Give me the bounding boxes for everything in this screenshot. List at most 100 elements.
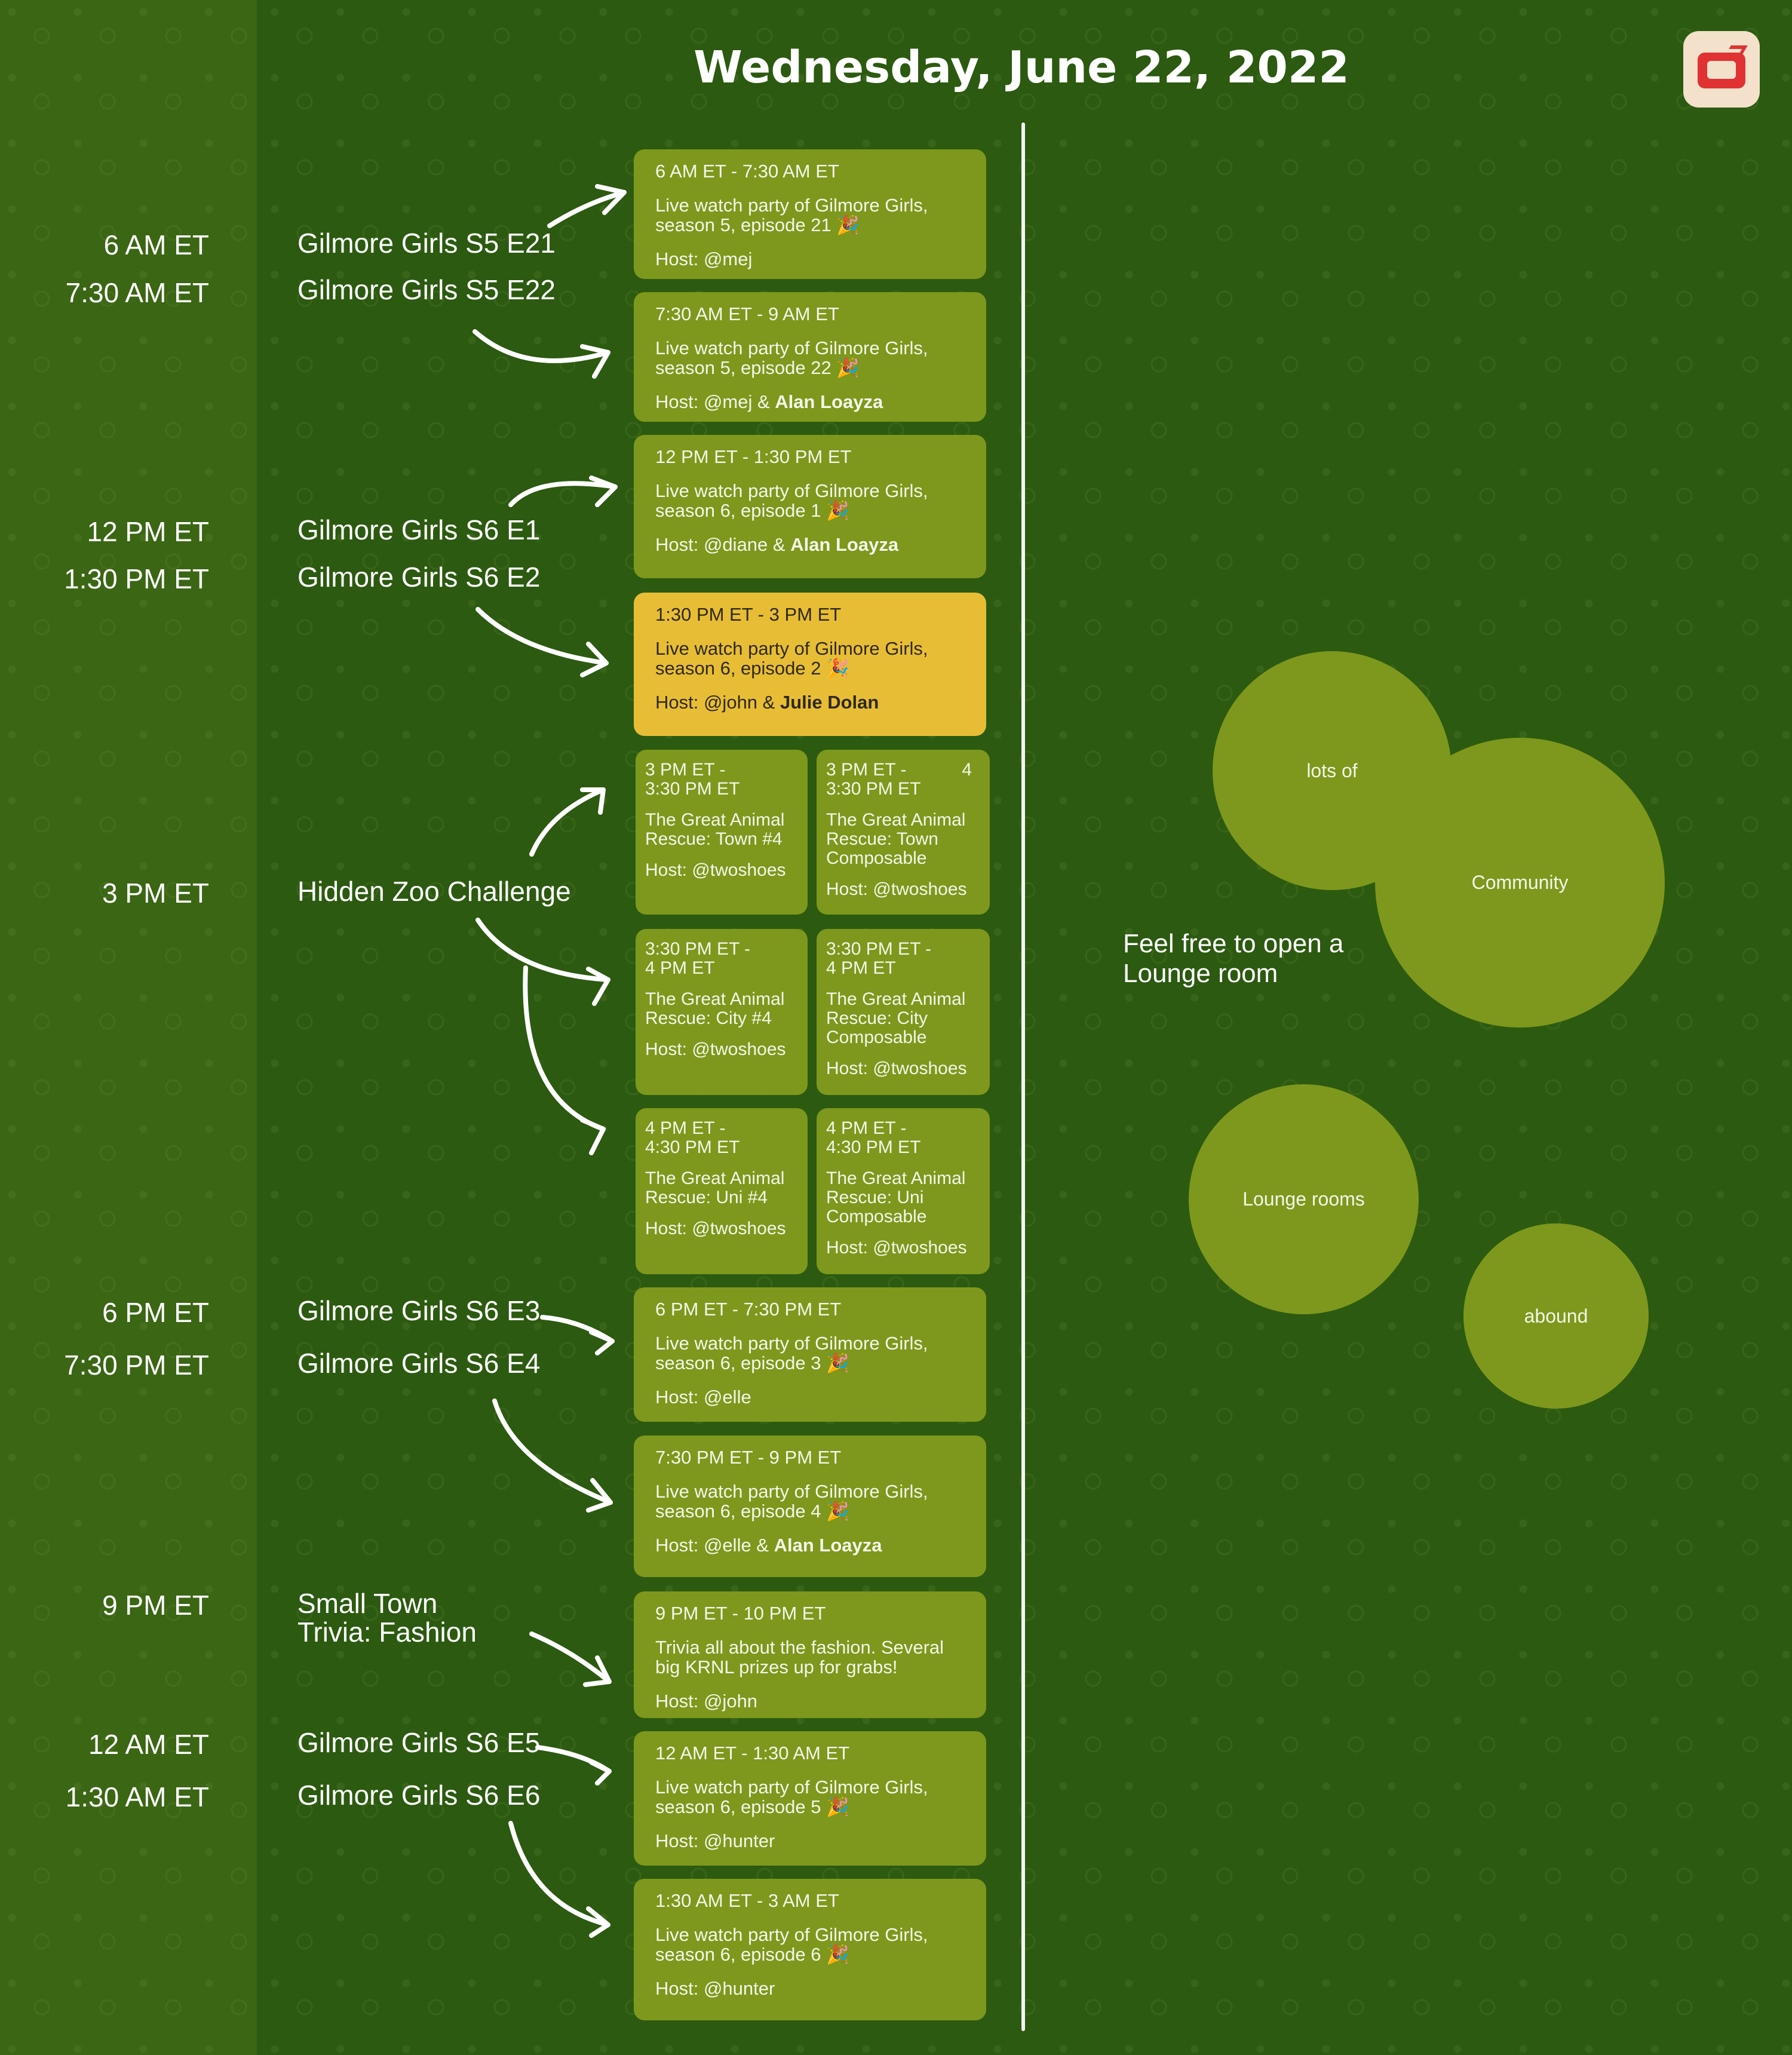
event-card-small[interactable]: 3:30 PM ET - 4 PM ET The Great Animal Re…	[636, 929, 808, 1095]
event-badge: 4	[962, 760, 972, 780]
time-label: 3 PM ET	[102, 878, 209, 909]
event-time: 6 AM ET - 7:30 AM ET	[655, 161, 839, 182]
event-host: Host: @mej	[655, 249, 753, 269]
event-card-small[interactable]: 3 PM ET - 3:30 PM ET The Great Animal Re…	[636, 750, 808, 915]
event-host: Host: @elle	[655, 1387, 751, 1407]
time-label: 12 AM ET	[88, 1729, 209, 1760]
arrow-icon	[547, 184, 627, 228]
event-time: 3:30 PM ET - 4 PM ET	[826, 939, 932, 978]
page-title: Wednesday, June 22, 2022	[694, 42, 1349, 93]
lounge-caption: Feel free to open a Lounge room	[1123, 929, 1344, 988]
arrow-icon	[535, 1745, 612, 1786]
show-title: Hidden Zoo Challenge	[297, 876, 571, 907]
event-card[interactable]: 7:30 AM ET - 9 AM ET Live watch party of…	[634, 292, 986, 422]
event-description: The Great Animal Rescue: Uni #4	[645, 1168, 785, 1207]
arrow-icon	[523, 965, 606, 1155]
event-card[interactable]: 1:30 AM ET - 3 AM ET Live watch party of…	[634, 1879, 986, 2020]
time-label: 9 PM ET	[102, 1590, 209, 1621]
event-description: The Great Animal Rescue: City #4	[645, 989, 785, 1028]
event-host: Host: @elle & Alan Loayza	[655, 1535, 882, 1556]
event-time: 7:30 PM ET - 9 PM ET	[655, 1447, 842, 1468]
bubble: Lounge rooms	[1189, 1084, 1419, 1314]
event-time: 1:30 AM ET - 3 AM ET	[655, 1890, 839, 1911]
event-time: 12 PM ET - 1:30 PM ET	[655, 446, 852, 467]
event-host: Host: @twoshoes	[826, 1238, 967, 1257]
tv-chat-icon[interactable]	[1683, 31, 1760, 108]
event-description: Live watch party of Gilmore Girls, seaso…	[655, 1333, 928, 1373]
arrow-icon	[508, 1821, 610, 1938]
arrow-icon	[529, 787, 606, 857]
event-description: Live watch party of Gilmore Girls, seaso…	[655, 480, 928, 521]
time-label: 6 AM ET	[103, 229, 209, 260]
show-title: Gilmore Girls S5 E22	[297, 274, 556, 305]
left-band	[0, 0, 257, 2055]
event-description: Live watch party of Gilmore Girls, seaso…	[655, 638, 928, 679]
event-card[interactable]: 6 PM ET - 7:30 PM ET Live watch party of…	[634, 1287, 986, 1422]
event-card[interactable]: 6 AM ET - 7:30 AM ET Live watch party of…	[634, 149, 986, 279]
event-time: 12 AM ET - 1:30 AM ET	[655, 1743, 850, 1763]
event-description: The Great Animal Rescue: City Composable	[826, 989, 966, 1047]
event-card[interactable]: 12 AM ET - 1:30 AM ET Live watch party o…	[634, 1731, 986, 1866]
event-host: Host: @hunter	[655, 1978, 775, 1999]
time-label: 7:30 AM ET	[65, 277, 209, 308]
event-time: 4 PM ET - 4:30 PM ET	[645, 1118, 740, 1157]
show-title: Gilmore Girls S6 E3	[297, 1295, 541, 1326]
event-card-small[interactable]: 4 3 PM ET - 3:30 PM ET The Great Animal …	[817, 750, 990, 915]
event-description: The Great Animal Rescue: Town #4	[645, 810, 785, 849]
event-host: Host: @twoshoes	[826, 1059, 967, 1078]
time-label: 12 PM ET	[87, 516, 209, 547]
event-host: Host: @diane & Alan Loayza	[655, 534, 899, 555]
event-card[interactable]: 9 PM ET - 10 PM ET Trivia all about the …	[634, 1591, 986, 1718]
show-title: Gilmore Girls S6 E2	[297, 562, 541, 593]
time-label: 1:30 PM ET	[64, 563, 209, 594]
arrow-icon	[529, 1631, 612, 1687]
event-host: Host: @twoshoes	[645, 860, 786, 880]
bubble: abound	[1463, 1223, 1649, 1409]
time-label: 7:30 PM ET	[64, 1349, 209, 1381]
event-card-small[interactable]: 4 PM ET - 4:30 PM ET The Great Animal Re…	[636, 1108, 808, 1274]
event-host: Host: @john	[655, 1691, 758, 1712]
arrow-icon	[472, 329, 610, 379]
arrow-icon	[508, 476, 618, 507]
event-card-small[interactable]: 4 PM ET - 4:30 PM ET The Great Animal Re…	[817, 1108, 990, 1274]
event-card-highlighted[interactable]: 1:30 PM ET - 3 PM ET Live watch party of…	[634, 593, 986, 736]
timeline-divider	[1021, 122, 1025, 2031]
arrow-icon	[540, 1315, 615, 1355]
show-title: Gilmore Girls S6 E4	[297, 1348, 541, 1379]
event-description: Live watch party of Gilmore Girls, seaso…	[655, 338, 928, 378]
event-description: Live watch party of Gilmore Girls, seaso…	[655, 1777, 928, 1817]
event-time: 3 PM ET - 3:30 PM ET	[826, 760, 921, 799]
event-time: 1:30 PM ET - 3 PM ET	[655, 604, 842, 625]
event-description: Live watch party of Gilmore Girls, seaso…	[655, 1481, 928, 1522]
arrow-icon	[475, 918, 610, 1006]
event-time: 3 PM ET - 3:30 PM ET	[645, 760, 740, 799]
event-time: 3:30 PM ET - 4 PM ET	[645, 939, 751, 978]
time-label: 6 PM ET	[102, 1297, 209, 1328]
time-label: 1:30 AM ET	[65, 1781, 209, 1812]
show-title: Gilmore Girls S6 E5	[297, 1727, 541, 1758]
show-title: Small Town Trivia: Fashion	[297, 1588, 477, 1648]
event-time: 4 PM ET - 4:30 PM ET	[826, 1118, 921, 1157]
show-title: Gilmore Girls S6 E6	[297, 1780, 541, 1811]
event-card[interactable]: 12 PM ET - 1:30 PM ET Live watch party o…	[634, 435, 986, 578]
event-time: 6 PM ET - 7:30 PM ET	[655, 1299, 842, 1320]
event-host: Host: @twoshoes	[645, 1039, 786, 1059]
event-host: Host: @twoshoes	[826, 879, 967, 899]
event-description: Live watch party of Gilmore Girls, seaso…	[655, 195, 928, 235]
event-description: The Great Animal Rescue: Town Composable	[826, 810, 966, 868]
event-time: 9 PM ET - 10 PM ET	[655, 1603, 826, 1624]
event-description: Trivia all about the fashion. Several bi…	[655, 1637, 944, 1677]
event-card[interactable]: 7:30 PM ET - 9 PM ET Live watch party of…	[634, 1436, 986, 1577]
arrow-icon	[492, 1398, 613, 1513]
event-time: 7:30 AM ET - 9 AM ET	[655, 303, 839, 324]
event-host: Host: @mej & Alan Loayza	[655, 391, 883, 412]
event-host: Host: @hunter	[655, 1830, 775, 1851]
event-description: Live watch party of Gilmore Girls, seaso…	[655, 1924, 928, 1965]
event-description: The Great Animal Rescue: Uni Composable	[826, 1168, 966, 1226]
show-title: Gilmore Girls S5 E21	[297, 228, 556, 259]
bubble: Community	[1375, 738, 1665, 1028]
event-host: Host: @twoshoes	[645, 1219, 786, 1238]
event-host: Host: @john & Julie Dolan	[655, 692, 879, 713]
event-card-small[interactable]: 3:30 PM ET - 4 PM ET The Great Animal Re…	[817, 929, 990, 1095]
